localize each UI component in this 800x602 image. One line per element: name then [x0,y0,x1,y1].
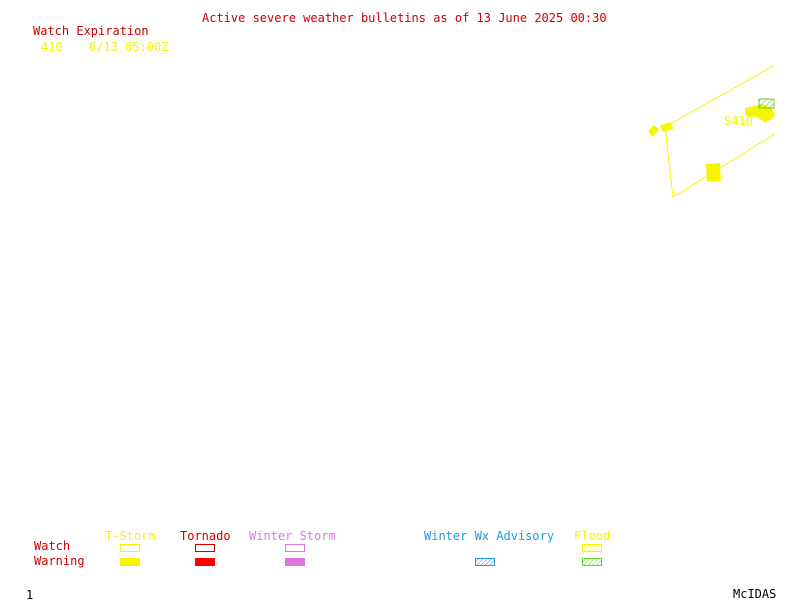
watch-expiration-time: 6/13 05:00Z [89,40,169,54]
legend-warning-label: Warning [34,554,85,568]
watch-label: S410 [724,114,753,128]
watch-expiration-id: 410 [41,40,63,54]
legend-flood-label: Flood [574,529,611,543]
legend-flood-watch-swatch [582,544,602,552]
legend-winter-storm-warning-swatch [285,558,305,566]
legend-tstorm-warning-swatch [120,558,140,566]
bulletin-title: Active severe weather bulletins as of 13… [202,11,607,25]
legend-watch-label: Watch [34,539,71,553]
frame-number: 1 [26,588,34,602]
legend-winter-storm-watch-swatch [285,544,305,552]
watch-410-polygon [664,64,776,198]
watch-expiration-heading: Watch Expiration [33,24,149,38]
tstorm-warning-area-1 [648,125,659,137]
flood-warning-area [758,98,775,109]
tstorm-warning-area-2 [660,122,674,132]
tstorm-warning-area-4 [745,104,775,123]
legend-tstorm-watch-swatch [120,544,140,552]
legend-tstorm-label: T-Storm [105,529,156,543]
legend-winter-wx-advisory-warning-swatch [475,558,495,566]
legend-winter-wx-advisory-label: Winter Wx Advisory [424,529,555,543]
legend-tornado-watch-swatch [195,544,215,552]
legend-flood-warning-swatch [582,558,602,566]
tstorm-warning-area-3 [706,163,721,182]
legend-tornado-warning-swatch [195,558,215,566]
legend-winter-storm-label: Winter Storm [249,529,336,543]
mcidas-label: McIDAS [733,587,777,601]
legend-tornado-label: Tornado [180,529,231,543]
